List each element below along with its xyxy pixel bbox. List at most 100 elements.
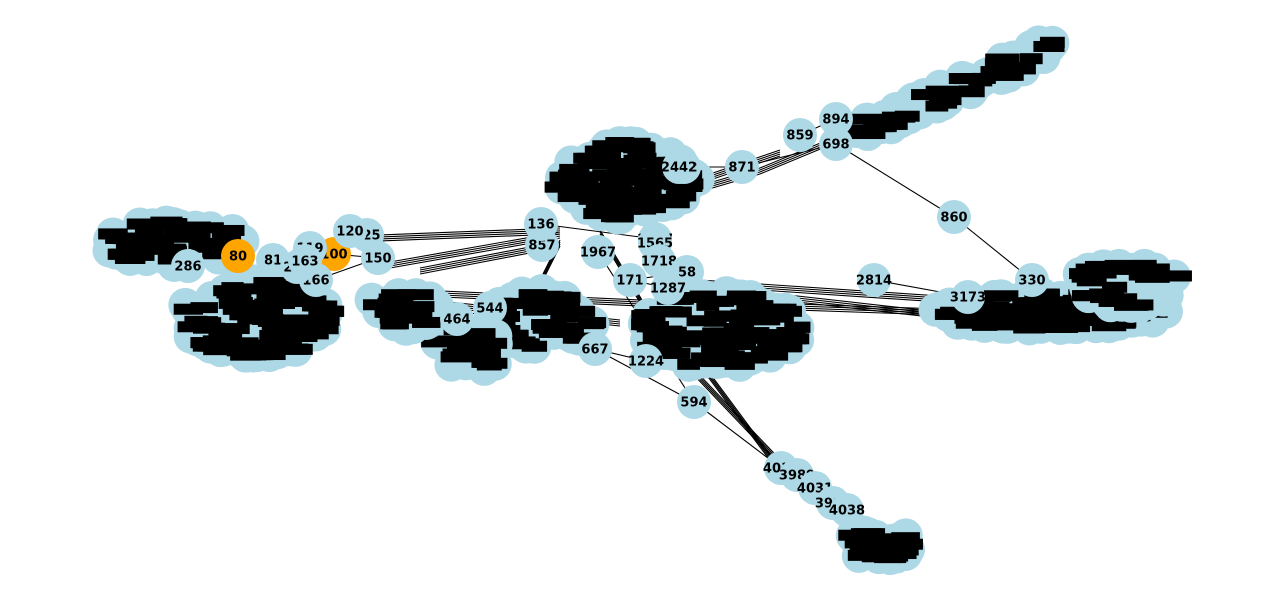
overlapping-labels <box>1156 270 1192 282</box>
overlapping-labels <box>732 313 755 325</box>
overlapping-labels <box>286 331 318 343</box>
overlapping-labels <box>134 224 164 236</box>
node-label: 171 <box>616 274 643 289</box>
overlapping-labels <box>502 336 536 348</box>
overlapping-labels <box>463 333 488 345</box>
node-label: 2442 <box>661 161 697 176</box>
overlapping-labels <box>844 537 880 549</box>
graph-node-894: 894 <box>819 102 853 136</box>
overlapping-labels <box>190 302 218 314</box>
overlapping-labels <box>677 358 700 370</box>
node-label: 859 <box>786 129 813 144</box>
node-circle <box>1015 263 1049 297</box>
overlapping-labels <box>442 348 475 360</box>
overlapping-labels <box>618 174 645 186</box>
node-circle <box>440 302 474 336</box>
overlapping-labels <box>173 303 204 315</box>
node-cluster <box>354 278 454 346</box>
overlapping-labels <box>780 333 810 345</box>
overlapping-labels <box>144 243 179 255</box>
node-label: 667 <box>581 343 608 358</box>
overlapping-labels <box>675 330 708 342</box>
node-label: 3173 <box>950 291 986 306</box>
overlapping-labels <box>1141 266 1167 278</box>
overlapping-labels <box>1058 296 1083 308</box>
node-circle <box>171 249 205 283</box>
overlapping-labels <box>877 552 903 564</box>
node-clusters-layer <box>92 25 1192 576</box>
overlapping-labels <box>547 303 575 315</box>
node-label: 2814 <box>856 274 892 289</box>
node-circle <box>524 207 558 241</box>
node-cluster <box>840 25 1070 152</box>
overlapping-labels <box>634 178 665 190</box>
graph-node-1287: 1287 <box>650 271 686 305</box>
overlapping-labels <box>146 235 171 247</box>
overlapping-labels <box>538 326 569 338</box>
overlapping-labels <box>126 218 153 230</box>
node-circle <box>581 235 615 269</box>
graph-node-1718: 1718 <box>641 244 677 278</box>
graph-node-1967: 1967 <box>580 235 616 269</box>
overlapping-labels <box>882 533 916 545</box>
overlapping-labels <box>769 311 794 323</box>
overlapping-labels <box>983 290 1019 302</box>
overlapping-labels <box>1071 271 1107 283</box>
overlapping-labels <box>987 301 1010 313</box>
overlapping-labels <box>984 58 1018 70</box>
overlapping-labels <box>557 191 594 203</box>
overlapping-labels <box>578 193 609 205</box>
overlapping-labels <box>705 346 738 358</box>
node-cluster <box>1062 248 1192 323</box>
node-circle <box>857 263 891 297</box>
overlapping-labels <box>894 110 920 122</box>
overlapping-labels <box>222 303 252 315</box>
overlapping-labels <box>590 145 615 157</box>
overlapping-labels <box>518 289 548 301</box>
overlapping-labels <box>159 218 188 230</box>
overlapping-labels <box>864 538 893 550</box>
overlapping-labels <box>655 334 687 346</box>
overlapping-labels <box>933 94 962 106</box>
node-label: 1718 <box>641 255 677 270</box>
graph-node-120: 120 <box>333 214 367 248</box>
node-circle <box>819 127 853 161</box>
overlapping-labels <box>627 154 650 166</box>
node-label: 100 <box>320 248 347 263</box>
overlapping-labels <box>752 349 789 361</box>
overlapping-labels <box>559 163 590 175</box>
node-cluster <box>168 264 345 373</box>
overlapping-labels <box>1033 40 1065 52</box>
overlapping-labels <box>256 305 283 317</box>
node-label: 58 <box>678 266 696 281</box>
edge <box>419 248 541 273</box>
overlapping-labels <box>158 253 187 265</box>
overlapping-labels <box>631 202 666 214</box>
overlapping-labels <box>838 529 868 541</box>
node-label: 136 <box>527 218 554 233</box>
overlapping-labels <box>130 232 162 244</box>
overlapping-labels <box>116 251 145 263</box>
overlapping-labels <box>704 310 734 322</box>
overlapping-labels <box>595 198 619 210</box>
node-label: 120 <box>336 225 363 240</box>
overlapping-labels <box>925 100 949 112</box>
node-circle <box>613 263 647 297</box>
overlapping-labels <box>255 277 285 289</box>
graph-node-163: 163 <box>288 244 322 278</box>
overlapping-labels <box>278 317 310 329</box>
node-label: 594 <box>680 396 707 411</box>
overlapping-labels <box>307 300 334 312</box>
overlapping-labels <box>378 293 410 305</box>
node-label: 857 <box>528 239 555 254</box>
overlapping-labels <box>225 340 259 352</box>
node-label: 860 <box>940 211 967 226</box>
overlapping-labels <box>1090 292 1124 304</box>
overlapping-labels <box>362 299 391 311</box>
node-label: 150 <box>364 252 391 267</box>
node-cluster <box>92 205 260 282</box>
node-circle <box>819 102 853 136</box>
overlapping-labels <box>573 152 607 164</box>
node-circle <box>677 385 711 419</box>
